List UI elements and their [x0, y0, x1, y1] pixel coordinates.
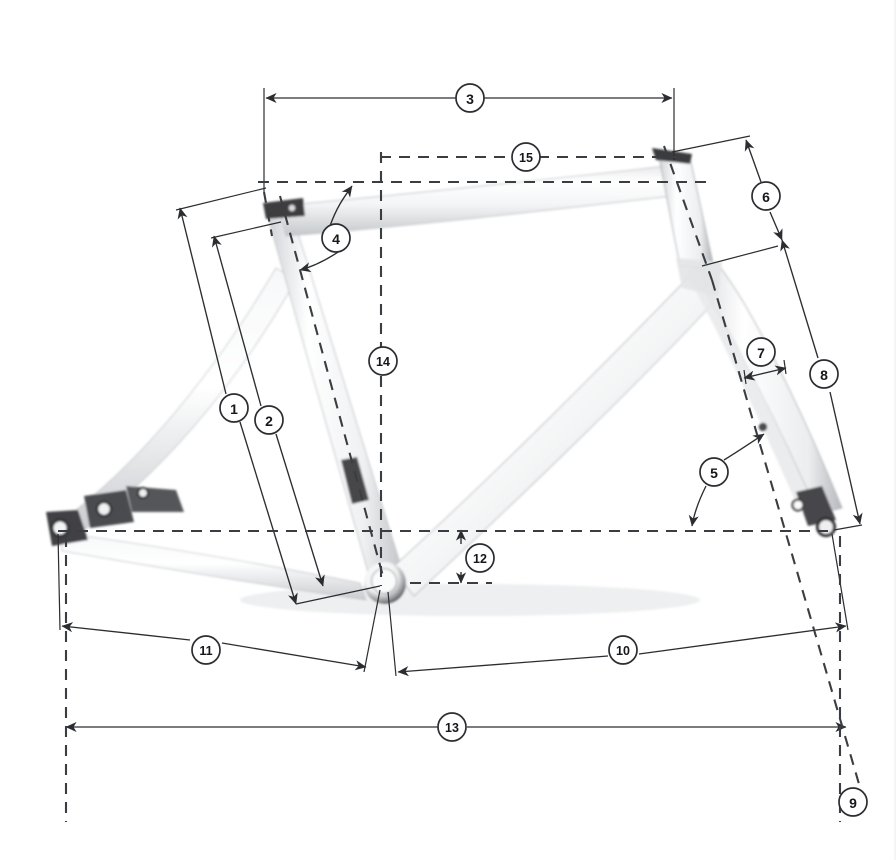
callout-circle — [191, 635, 221, 665]
dash-seat-top-vertical — [262, 191, 274, 237]
callout-14[interactable]: 14 — [368, 346, 398, 376]
dim-line-7 — [743, 365, 787, 381]
callout-8[interactable]: 8 — [809, 359, 839, 389]
ext-line-10-bb — [387, 591, 397, 677]
ext-line-6-bottom — [701, 245, 779, 267]
callout-label: 3 — [466, 91, 474, 107]
dim-line-11-left — [61, 622, 191, 641]
dash-head-tube-axis — [663, 145, 713, 281]
callout-label: 11 — [199, 644, 212, 658]
callout-circle — [511, 142, 541, 172]
dim-line-11-right — [221, 642, 367, 671]
callout-label: 10 — [616, 644, 630, 658]
seat-clamp — [263, 198, 305, 219]
bottom-bracket-inner — [371, 568, 397, 594]
dim-line-8-lower — [829, 391, 863, 525]
fork-fitting-dot — [758, 422, 768, 432]
callout-label: 5 — [710, 465, 718, 481]
dim-line-8-upper — [780, 239, 819, 359]
callout-circle — [437, 712, 467, 742]
callout-circle — [746, 337, 776, 367]
callout-circle — [465, 543, 495, 573]
callout-circle — [751, 181, 781, 211]
callout-label: 1 — [230, 401, 238, 417]
callout-label: 9 — [849, 795, 857, 811]
callout-12[interactable]: 12 — [465, 543, 495, 573]
callout-11[interactable]: 11 — [191, 635, 221, 665]
ext-line-8-bottom — [833, 524, 863, 531]
callout-label: 2 — [265, 413, 273, 429]
ext-line-1-top — [175, 187, 267, 211]
callout-10[interactable]: 10 — [608, 635, 638, 665]
ext-line-6-top — [671, 135, 751, 153]
callout-4[interactable]: 4 — [321, 223, 351, 253]
callout-15[interactable]: 15 — [511, 142, 541, 172]
callout-label: 6 — [762, 189, 770, 205]
callout-13[interactable]: 13 — [437, 712, 467, 742]
dim-line-6-lower — [769, 211, 783, 241]
callout-circle — [321, 223, 351, 253]
seat-tube-cable-port — [341, 457, 369, 504]
callout-1[interactable]: 1 — [219, 393, 249, 423]
ext-line-11-bb — [363, 589, 381, 673]
ext-line-7-right — [783, 359, 787, 375]
dim-line-1-lower — [239, 421, 298, 605]
dim-line-10-left — [397, 655, 609, 677]
callout-label: 13 — [445, 721, 459, 735]
callout-7[interactable]: 7 — [746, 337, 776, 367]
callout-label: 4 — [332, 231, 340, 247]
dash-seat-tube-axis — [278, 195, 386, 581]
fork-blade-rear — [686, 268, 816, 512]
callout-label: 7 — [757, 345, 765, 361]
ext-line-2-top — [210, 221, 282, 239]
callout-circle — [368, 346, 398, 376]
front-dropout-assembly — [791, 486, 837, 538]
callout-3[interactable]: 3 — [455, 83, 485, 113]
rear-dropout-assembly — [46, 486, 184, 546]
dim-line-2-upper — [211, 235, 262, 407]
callout-circle — [455, 83, 485, 113]
callout-circle — [838, 787, 868, 817]
dash-steering-axis — [710, 279, 868, 809]
ext-line-7-left — [743, 369, 747, 385]
callout-6[interactable]: 6 — [751, 181, 781, 211]
dim-line-1-upper — [177, 207, 227, 395]
dim-line-2-lower — [275, 433, 325, 587]
fork-crown — [676, 258, 722, 296]
callout-circle — [809, 359, 839, 389]
callout-label: 8 — [820, 367, 828, 383]
callout-label: 15 — [519, 151, 533, 165]
dim-line-10-right — [638, 622, 847, 655]
callout-2[interactable]: 2 — [254, 405, 284, 435]
arc-5-angle — [688, 485, 707, 527]
ext-line-1-bottom — [295, 585, 381, 605]
callout-label: 12 — [473, 552, 487, 566]
callout-5[interactable]: 5 — [699, 457, 729, 487]
ext-line-11-axle — [57, 533, 61, 631]
callout-circle — [699, 457, 729, 487]
callout-9[interactable]: 9 — [838, 787, 868, 817]
leader-4-up — [329, 185, 353, 227]
callout-circle — [219, 393, 249, 423]
callout-circle — [608, 635, 638, 665]
callout-circle — [254, 405, 284, 435]
dim-line-6-upper — [744, 139, 762, 183]
callout-label: 14 — [376, 355, 390, 369]
leader-5-arrow — [723, 433, 765, 461]
